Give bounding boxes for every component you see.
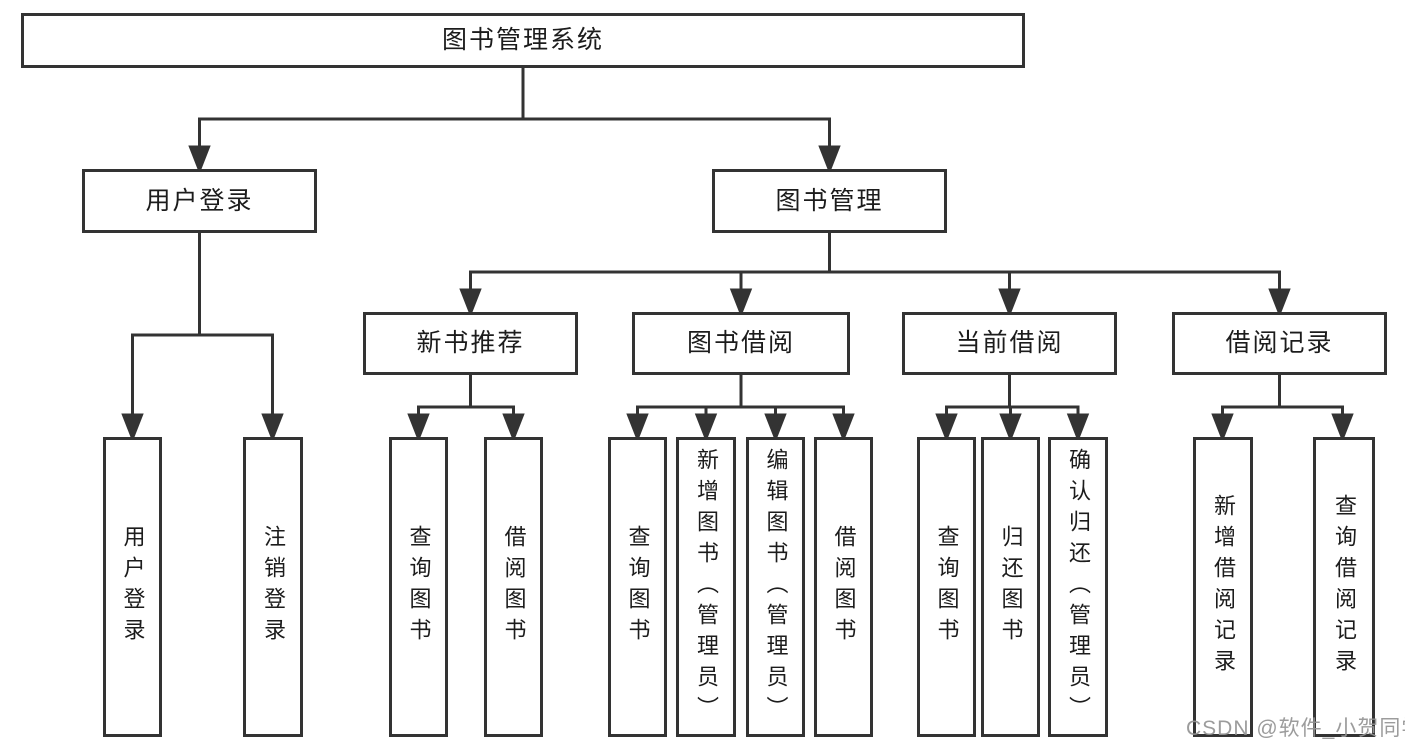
leaf-borrow-book-rec: 借阅图书	[484, 437, 543, 737]
arrowhead-icon	[1268, 288, 1291, 318]
arrowhead-icon	[1066, 413, 1090, 443]
node-root-system: 图书管理系统	[21, 13, 1025, 68]
leaf-query-book-current: 查询图书	[917, 437, 976, 737]
leaf-query-borrow-record: 查询借阅记录	[1313, 437, 1375, 737]
node-label: 图书管理	[775, 186, 884, 215]
arrowhead-icon	[121, 413, 144, 443]
arrowhead-icon	[999, 413, 1022, 443]
node-label: 借阅图书	[501, 525, 527, 649]
leaf-return-book: 归还图书	[981, 437, 1040, 737]
node-label: 借阅记录	[1225, 329, 1334, 357]
node-label: 新增图书（管理员）	[694, 447, 719, 727]
connector-new-book-rec-children	[407, 375, 525, 443]
leaf-borrow-book: 借阅图书	[814, 437, 873, 737]
node-label: 注销登录	[261, 525, 286, 649]
leaf-add-book-admin: 新增图书（管理员）	[676, 437, 736, 737]
leaf-query-book-borrow: 查询图书	[608, 437, 667, 737]
arrowhead-icon	[626, 413, 649, 443]
connector-root-to-level2	[188, 68, 841, 175]
connector-book-mgmt-to-level3	[459, 233, 1291, 318]
node-new-book-recommendation: 新书推荐	[363, 312, 578, 375]
arrowhead-icon	[729, 288, 753, 318]
arrowhead-icon	[832, 413, 855, 443]
arrowhead-icon	[502, 413, 525, 443]
leaf-user-login: 用户登录	[103, 437, 162, 737]
leaf-logout: 注销登录	[243, 437, 303, 737]
node-label: 当前借阅	[955, 329, 1064, 357]
node-label: 查询借阅记录	[1332, 494, 1357, 680]
node-label: 编辑图书（管理员）	[763, 447, 789, 727]
node-current-borrow: 当前借阅	[902, 312, 1117, 375]
arrowhead-icon	[188, 145, 211, 175]
node-label: 查询图书	[625, 525, 651, 649]
node-label: 确认归还（管理员）	[1066, 447, 1091, 727]
watermark: CSDN @软件_小贺同学	[1186, 717, 1405, 740]
arrowhead-icon	[1331, 413, 1354, 443]
node-borrow-records: 借阅记录	[1172, 312, 1387, 375]
node-label: 查询图书	[406, 525, 432, 649]
node-user-login: 用户登录	[82, 169, 317, 233]
arrowhead-icon	[935, 413, 958, 443]
connector-book-borrow-children	[626, 375, 855, 443]
arrowhead-icon	[1211, 413, 1234, 443]
node-label: 用户登录	[145, 186, 254, 215]
connector-borrow-records-children	[1211, 375, 1354, 443]
leaf-add-borrow-record: 新增借阅记录	[1193, 437, 1253, 737]
node-label: 图书借阅	[686, 329, 795, 357]
node-book-management: 图书管理	[712, 169, 947, 233]
node-label: 归还图书	[998, 525, 1024, 649]
leaf-edit-book-admin: 编辑图书（管理员）	[746, 437, 805, 737]
arrowhead-icon	[261, 413, 284, 443]
arrowhead-icon	[407, 413, 430, 443]
node-label: 图书管理系统	[441, 26, 604, 54]
node-label: 新书推荐	[416, 329, 525, 357]
arrowhead-icon	[694, 413, 718, 443]
connector-user-login-children	[121, 233, 284, 443]
node-label: 新增借阅记录	[1211, 494, 1236, 680]
leaf-confirm-return-admin: 确认归还（管理员）	[1048, 437, 1108, 737]
arrowhead-icon	[764, 413, 787, 443]
arrowhead-icon	[998, 288, 1021, 318]
leaf-query-book-rec: 查询图书	[389, 437, 448, 737]
node-label: 查询图书	[934, 525, 960, 649]
arrowhead-icon	[459, 288, 482, 318]
node-label: 用户登录	[120, 525, 146, 649]
connector-current-borrow-children	[935, 375, 1090, 443]
arrowhead-icon	[818, 145, 841, 175]
node-book-borrow: 图书借阅	[632, 312, 850, 375]
node-label: 借阅图书	[831, 525, 857, 649]
